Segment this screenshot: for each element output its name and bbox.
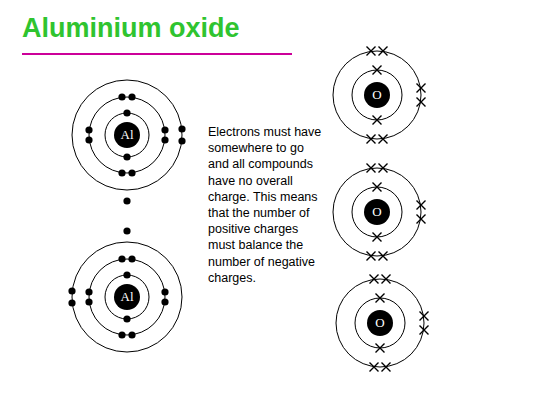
nucleus-circle [114,284,140,310]
electron-shell [352,187,402,237]
electron-dot [118,169,125,176]
electron-cross [367,252,376,261]
electron-shell [72,242,182,352]
electron-dot [161,136,168,143]
electron-cross [379,252,388,261]
electron-shell [105,113,149,157]
element-symbol: Al [114,284,140,310]
electron-shell [105,275,149,319]
electron-cross [382,275,391,284]
electron-cross [373,116,382,125]
electron-cross [417,201,426,210]
electron-shell [355,298,405,348]
electron-cross [382,363,391,372]
nucleus-circle [364,82,390,108]
electron-dot [161,126,168,133]
electron-dot [123,271,130,278]
electron-dot [161,298,168,305]
electron-cross [373,66,382,75]
electron-cross [379,164,388,173]
electron-cross [367,135,376,144]
element-symbol: O [367,310,393,336]
electron-dot [85,298,92,305]
electron-dot [128,93,135,100]
electron-shell [89,259,165,335]
electron-dot [118,93,125,100]
nucleus-circle [367,310,393,336]
electron-dot [178,125,185,132]
electron-dot [85,126,92,133]
electron-shell [352,70,402,120]
atom-nucleus: Al [114,122,140,148]
electron-shells [333,47,426,144]
element-symbol: O [364,82,390,108]
electron-cross [420,326,429,335]
electron-dot [123,227,130,234]
electron-cross [420,312,429,321]
electron-shell [72,80,182,190]
nucleus-circle [114,122,140,148]
electron-cross [370,275,379,284]
electron-shell [89,97,165,173]
electron-cross [367,164,376,173]
electron-cross [367,47,376,56]
electron-cross [370,363,379,372]
electron-cross [373,183,382,192]
atom-nucleus: O [367,310,393,336]
electron-cross [373,233,382,242]
electron-dot [128,331,135,338]
electron-shells [68,227,182,352]
electron-dot [68,287,75,294]
electron-dot [128,169,135,176]
electron-cross [379,47,388,56]
electron-dot [123,315,130,322]
electron-shells [336,275,429,372]
electron-cross [376,294,385,303]
electron-cross [417,98,426,107]
atom-nucleus: Al [114,284,140,310]
electron-dot [85,136,92,143]
electron-shell [336,279,424,367]
electron-cross [417,215,426,224]
electron-dot [123,153,130,160]
electron-dot [123,109,130,116]
atom-nucleus: O [364,199,390,225]
electron-dot [118,331,125,338]
electron-shell [333,51,421,139]
electron-shells [333,164,426,261]
atom-nucleus: O [364,82,390,108]
nucleus-circle [364,199,390,225]
electron-cross [376,344,385,353]
electron-cross [417,84,426,93]
electron-dot [128,255,135,262]
title-underline [22,53,292,55]
electron-shell [333,168,421,256]
electron-dot [118,255,125,262]
element-symbol: Al [114,122,140,148]
explanation-text: Electrons must have somewhere to go and … [208,124,324,286]
electron-dot [68,299,75,306]
element-symbol: O [364,199,390,225]
electron-dot [178,137,185,144]
electron-dot [161,288,168,295]
electron-dot [85,288,92,295]
electron-cross [379,135,388,144]
electron-shells [72,80,186,205]
electron-dot [123,197,130,204]
slide-title: Aluminium oxide [22,13,240,44]
